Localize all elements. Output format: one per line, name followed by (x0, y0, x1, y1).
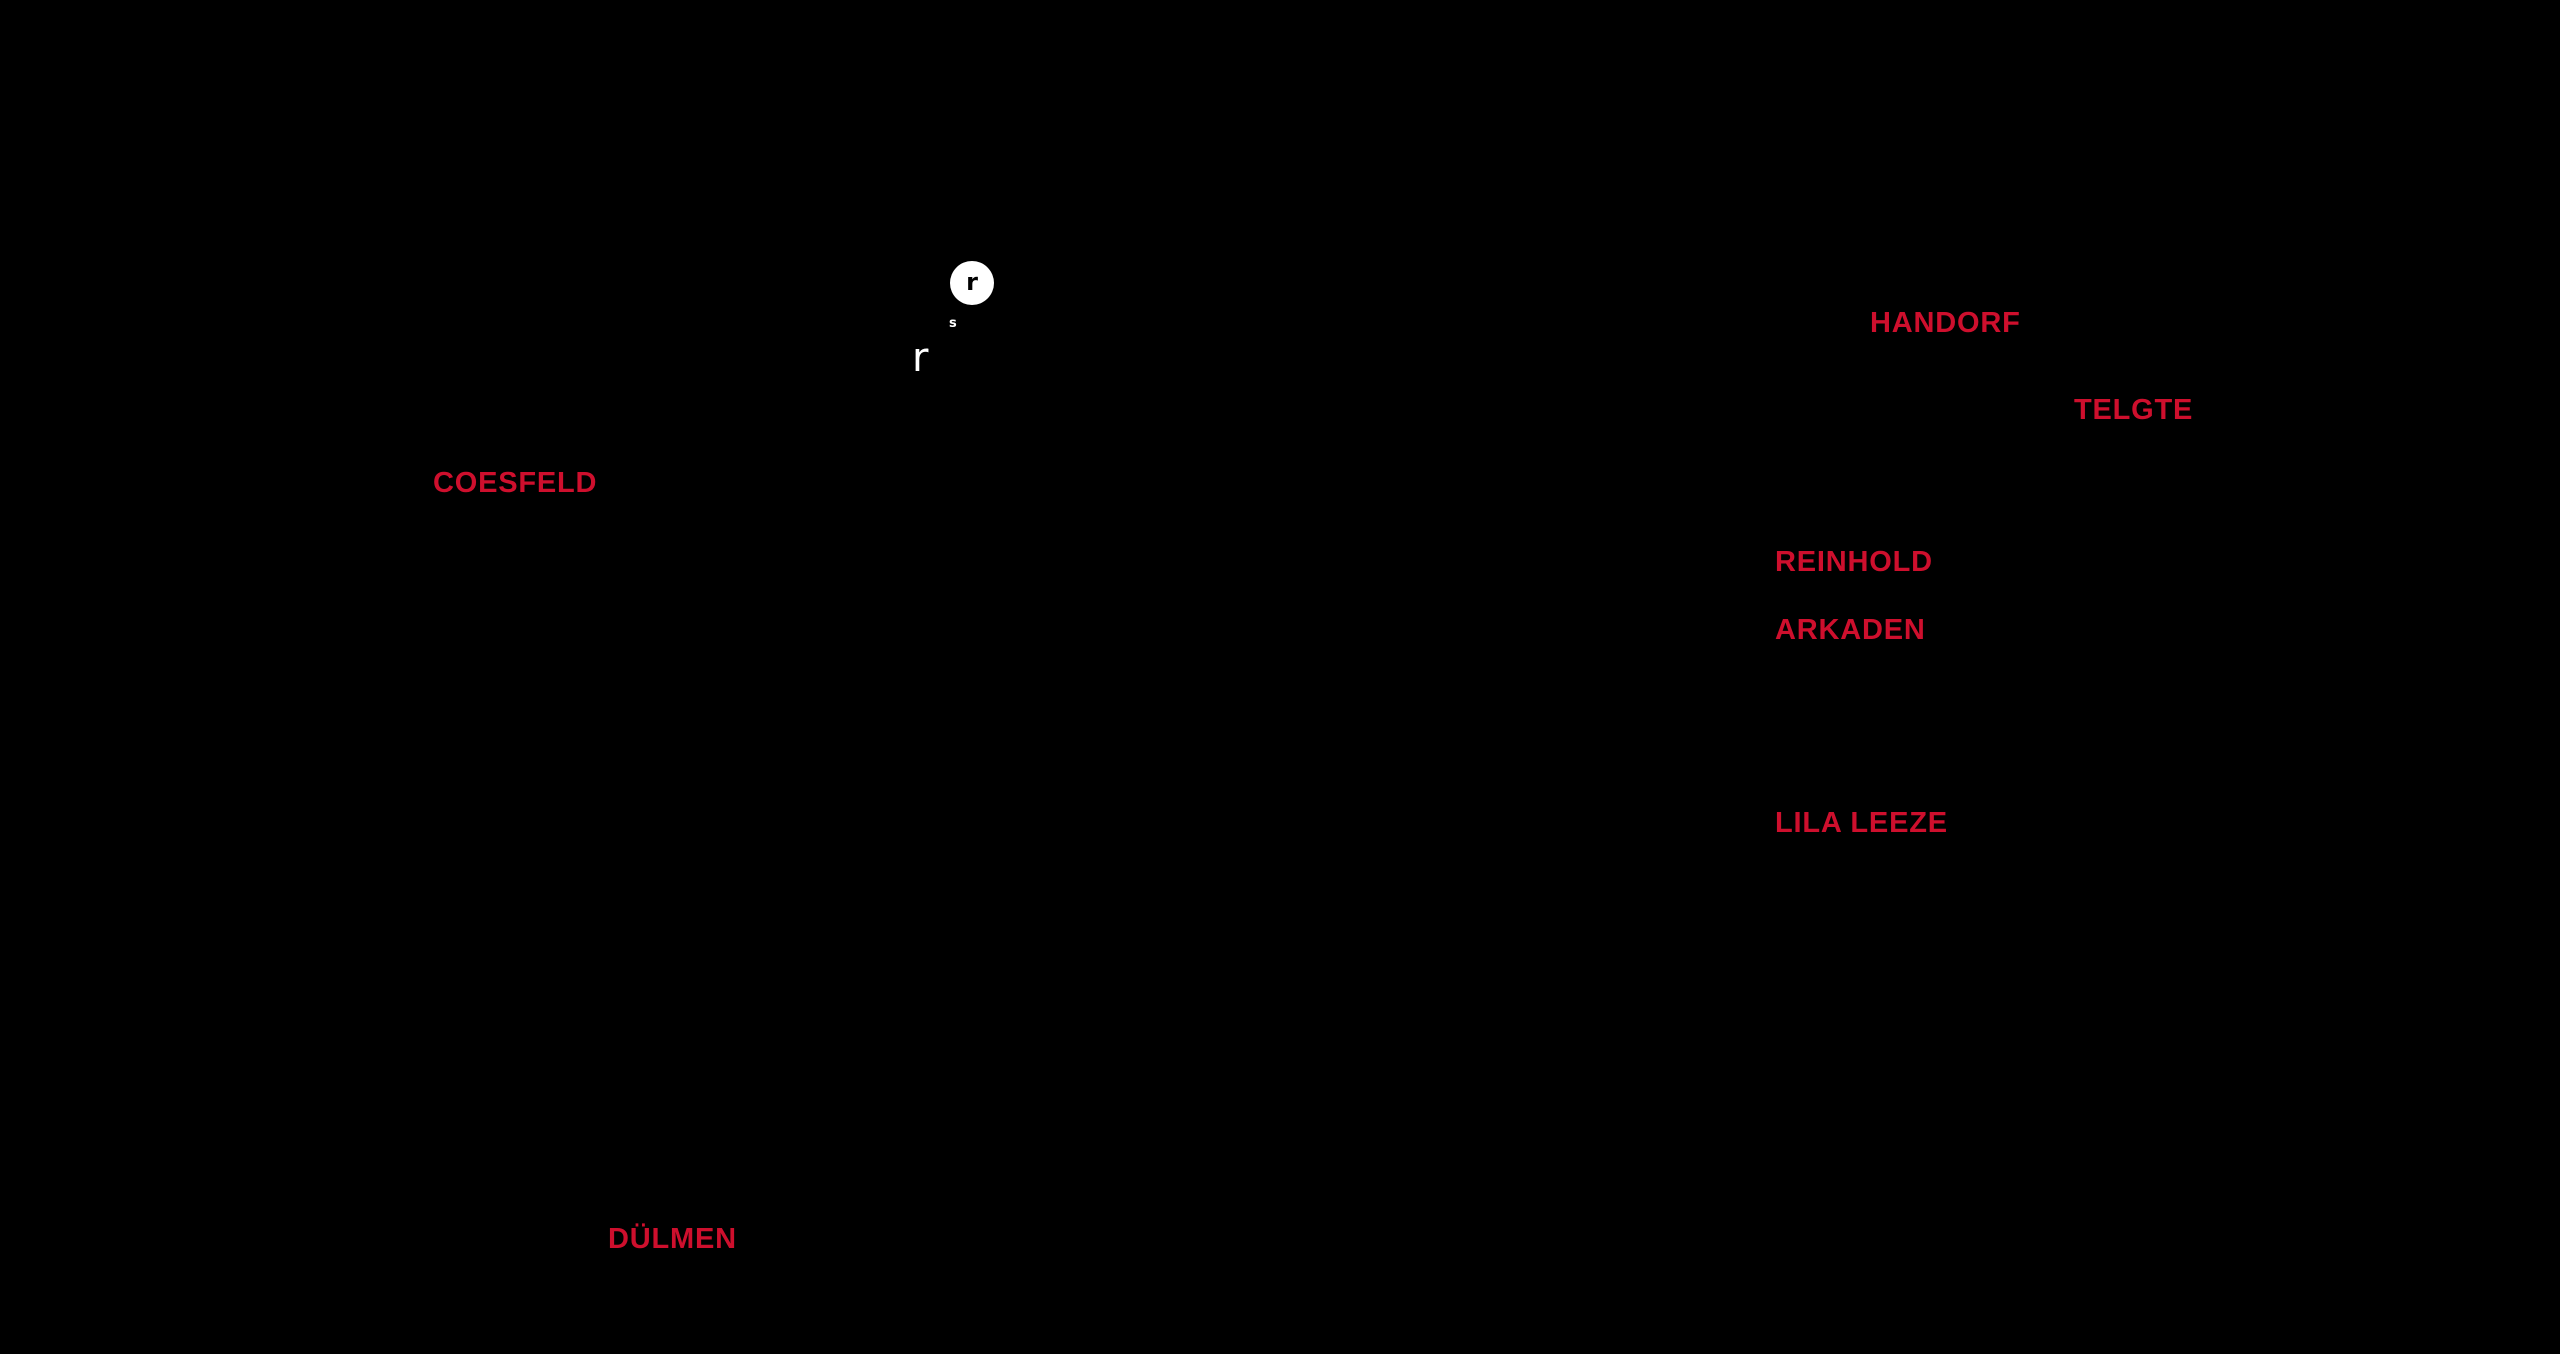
map-label-text-line1: REINHOLD (1775, 546, 1933, 578)
marker-small-glyph-icon: r (912, 335, 929, 381)
map-label-telgte: TELGTE (2074, 394, 2194, 427)
map-label-text: LILA LEEZE (1775, 807, 1948, 839)
map-label-text: DÜLMEN (608, 1223, 737, 1255)
map-label-reinhold-arkaden: REINHOLD ARKADEN (1775, 546, 1933, 647)
marker-glyph-icon: r (966, 268, 978, 296)
map-label-text: HANDORF (1870, 307, 2021, 339)
map-label-handorf: HANDORF (1870, 307, 2021, 340)
marker-dot-icon: s (949, 316, 957, 331)
map-label-coesfeld: COESFELD (433, 467, 598, 500)
station-marker[interactable]: r (950, 261, 994, 305)
map-label-text: COESFELD (433, 467, 598, 499)
map-label-text-line2: ARKADEN (1775, 613, 1926, 646)
map-label-duelmen: DÜLMEN (608, 1223, 737, 1256)
map-label-lila-leeze: LILA LEEZE (1775, 807, 1948, 840)
map-label-text: TELGTE (2074, 394, 2194, 426)
